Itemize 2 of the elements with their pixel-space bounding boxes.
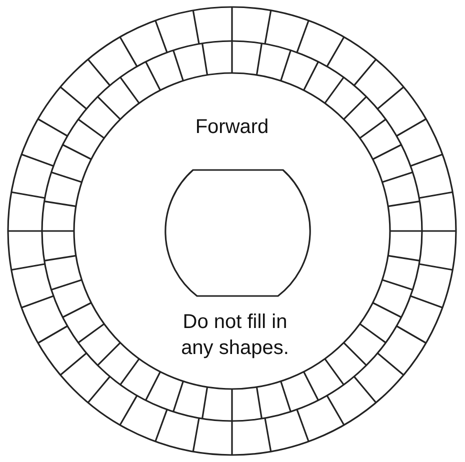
instruction-text: Do not fill in any shapes. xyxy=(180,310,290,361)
heading-label: Forward xyxy=(194,115,270,140)
